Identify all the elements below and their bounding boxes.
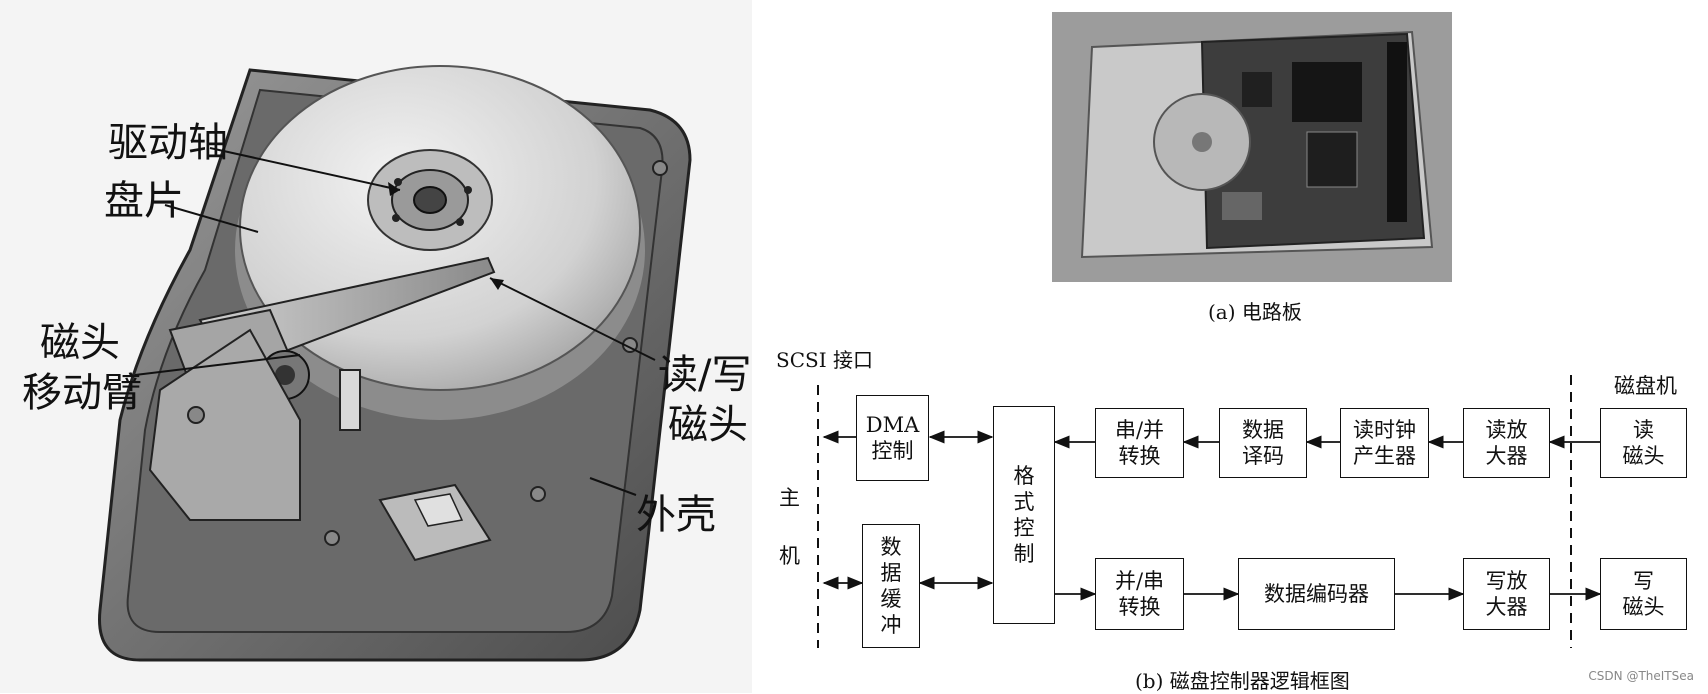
watermark: CSDN @TheITSea [1588, 669, 1694, 683]
host-label-char1: 主 [779, 482, 800, 512]
platter-label: 盘片 [104, 178, 184, 224]
spindle-shaft [414, 187, 446, 213]
block-write-head: 写 磁头 [1600, 558, 1687, 630]
head-arm-label-line1: 磁头 [40, 320, 120, 366]
block-data-decode: 数据 译码 [1219, 408, 1307, 478]
rw-head-label-line2: 磁头 [668, 402, 748, 448]
hard-disk-illustration: 驱动轴 盘片 磁头 移动臂 读/写 磁头 外壳 [0, 0, 752, 693]
scsi-interface-label: SCSI 接口 [776, 344, 873, 373]
diagram-caption: (b) 磁盘控制器逻辑框图 [1135, 665, 1350, 694]
block-serial-to-parallel: 串/并 转换 [1095, 408, 1184, 478]
block-dma-control: DMA 控制 [856, 395, 929, 481]
block-parallel-to-serial: 并/串 转换 [1095, 558, 1184, 630]
block-data-encoder: 数据编码器 [1238, 558, 1395, 630]
host-label-char2: 机 [779, 540, 800, 570]
rw-head-label-line1: 读/写 [658, 352, 751, 398]
disk-drive-label: 磁盘机 [1614, 370, 1677, 400]
block-write-amplifier: 写放 大器 [1463, 558, 1550, 630]
block-read-clock-generator: 读时钟 产生器 [1340, 408, 1429, 478]
case-label: 外壳 [636, 492, 716, 538]
block-format-control: 格 式 控 制 [993, 406, 1055, 624]
spindle-label: 驱动轴 [108, 120, 228, 166]
block-read-head: 读 磁头 [1600, 408, 1687, 478]
head-arm-label-line2: 移动臂 [22, 370, 142, 416]
block-data-buffer: 数 据 缓 冲 [862, 524, 920, 648]
head-lift [340, 370, 360, 430]
block-read-amplifier: 读放 大器 [1463, 408, 1550, 478]
